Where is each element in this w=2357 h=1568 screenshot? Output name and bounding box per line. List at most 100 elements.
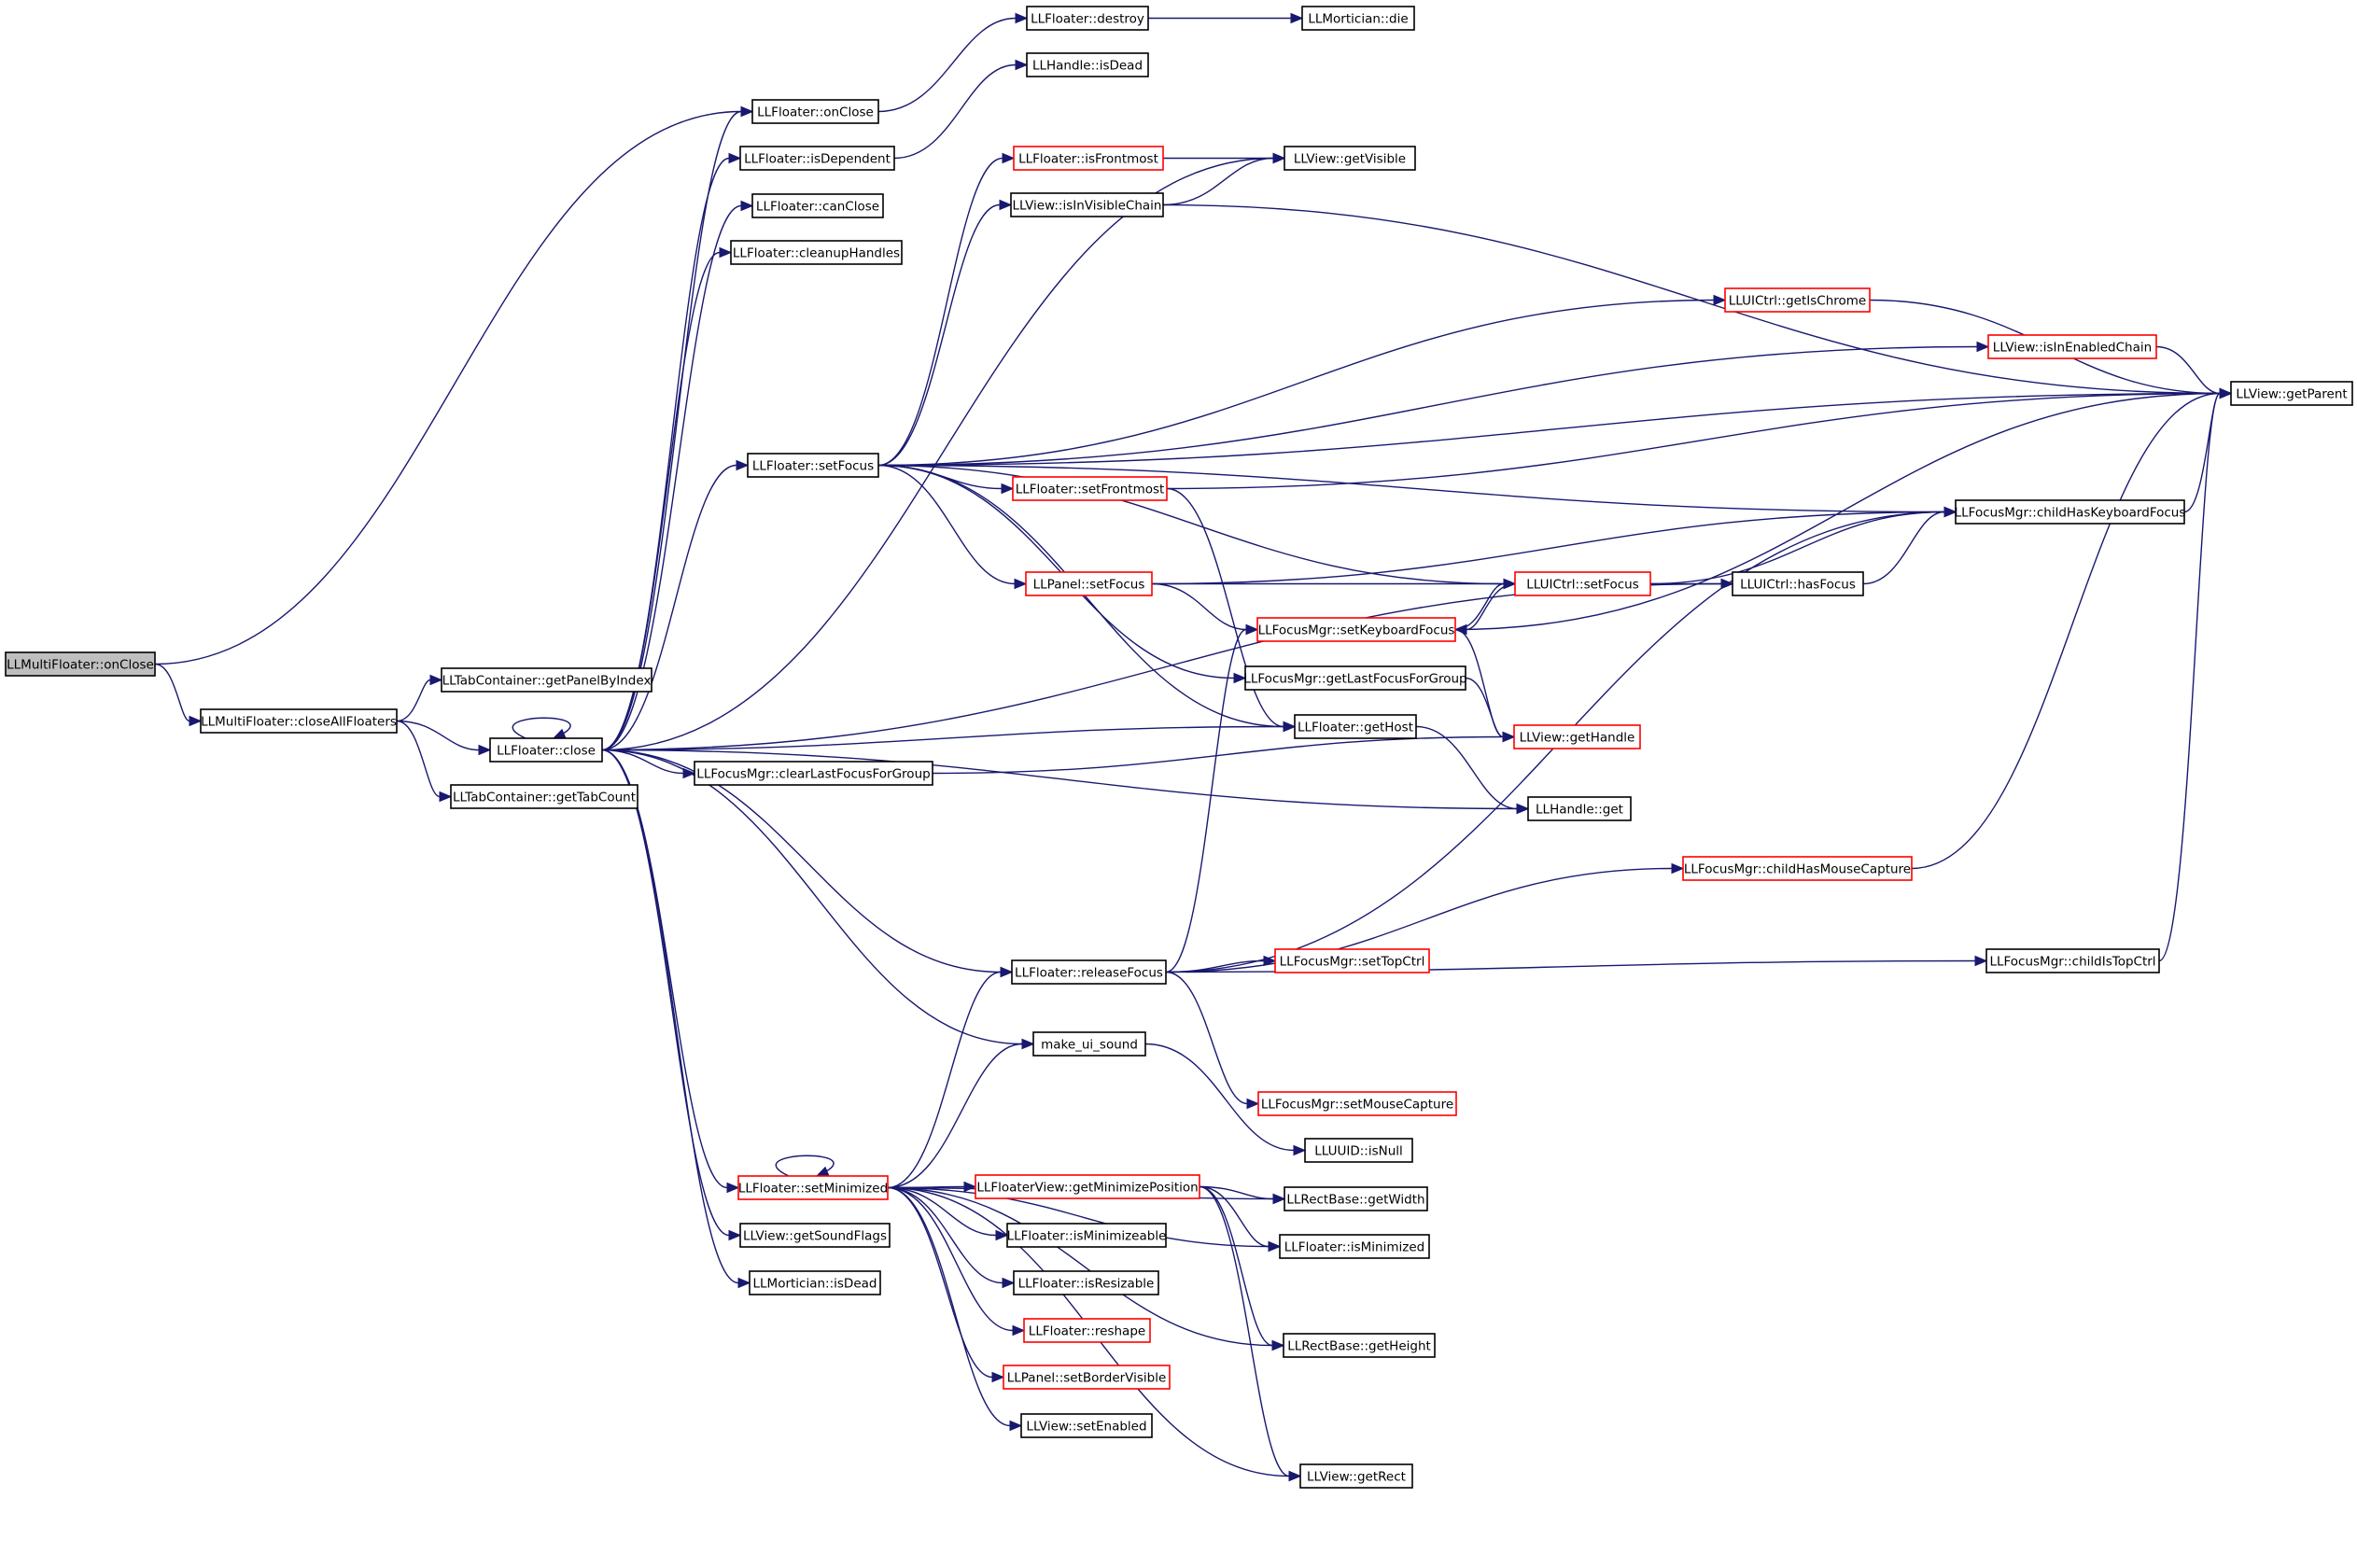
node-box: [2230, 381, 2353, 406]
graph-node-destroy[interactable]: LLFloater::destroy: [1026, 6, 1149, 31]
graph-node-childHasMouseCapture[interactable]: LLFocusMgr::childHasMouseCapture: [1682, 856, 1913, 881]
graph-node-setEnabled[interactable]: LLView::setEnabled: [1020, 1413, 1153, 1438]
arrowhead: [1713, 294, 1727, 306]
arrowhead: [189, 715, 203, 727]
node-box: [1955, 499, 2185, 525]
node-box: [1025, 571, 1153, 596]
graph-node-getHandle[interactable]: LLView::getHandle: [1513, 724, 1641, 749]
graph-node-isResizable[interactable]: LLFloater::isResizable: [1013, 1270, 1159, 1295]
node-box: [1514, 571, 1651, 596]
graph-node-setMouseCapture[interactable]: LLFocusMgr::setMouseCapture: [1257, 1091, 1457, 1116]
graph-node-isNull[interactable]: LLUUID::isNull: [1304, 1138, 1413, 1163]
graph-node-isDependent[interactable]: LLFloater::isDependent: [739, 146, 895, 171]
edge-fclose-to-morticianIsDead: [601, 749, 739, 1284]
node-box: [1294, 714, 1417, 739]
graph-node-getHost[interactable]: LLFloater::getHost: [1294, 714, 1417, 739]
graph-node-setTopCtrl[interactable]: LLFocusMgr::setTopCtrl: [1274, 948, 1430, 973]
graph-node-getParent[interactable]: LLView::getParent: [2230, 381, 2353, 406]
node-label: LLPanel::setBorderVisible: [1007, 1371, 1167, 1386]
graph-node-die[interactable]: LLMortician::die: [1301, 6, 1415, 31]
edge-fclose-to-setMinimized: [601, 749, 728, 1189]
graph-node-closeAll[interactable]: LLMultiFloater::closeAllFloaters: [200, 708, 398, 734]
arrowhead: [740, 105, 754, 118]
graph-node-getRect[interactable]: LLView::getRect: [1299, 1463, 1413, 1489]
edge-setFocus-to-childHasKeyboardFocus: [877, 464, 1945, 513]
node-box: [1732, 571, 1864, 596]
edge-setFocus-to-uictrlSetFocus: [877, 464, 1505, 585]
graph-node-getHeight[interactable]: LLRectBase::getHeight: [1283, 1333, 1436, 1358]
node-label: LLFocusMgr::childIsTopCtrl: [1989, 955, 2155, 970]
arrowhead: [991, 1371, 1005, 1383]
arrowhead: [1516, 803, 1530, 815]
arrowhead: [1272, 152, 1286, 164]
arrowhead: [1290, 12, 1304, 24]
node-box: [5, 651, 156, 677]
edge-isInVisibleChain-to-getParent: [1162, 203, 2221, 395]
graph-node-getMinimizePosition[interactable]: LLFloaterView::getMinimizePosition: [975, 1174, 1200, 1199]
node-label: LLFloater::canClose: [756, 200, 879, 215]
graph-node-childHasKeyboardFocus[interactable]: LLFocusMgr::childHasKeyboardFocus: [1955, 499, 2186, 525]
graph-node-cleanupHandles[interactable]: LLFloater::cleanupHandles: [730, 240, 903, 265]
edge-layer: [154, 12, 2233, 1482]
arrowhead: [1272, 1193, 1286, 1205]
graph-node-getLastFocusForGroup[interactable]: LLFocusMgr::getLastFocusForGroup: [1243, 665, 1467, 691]
graph-node-clearLastFocus[interactable]: LLFocusMgr::clearLastFocusForGroup: [694, 761, 933, 786]
node-box: [751, 193, 884, 218]
graph-node-hasFocus[interactable]: LLUICtrl::hasFocus: [1732, 571, 1864, 596]
graph-node-childIsTopCtrl[interactable]: LLFocusMgr::childIsTopCtrl: [1985, 948, 2160, 973]
edge-setKeyboardFocus-to-uictrlSetFocus: [1454, 582, 1505, 631]
arrowhead: [1001, 483, 1015, 495]
arrowhead: [552, 728, 567, 739]
edge-fclose-to-cleanupHandles: [601, 251, 721, 751]
node-box: [200, 708, 398, 734]
node-label: make_ui_sound: [1041, 1038, 1138, 1053]
edge-panelSetFocus-to-setKeyboardFocus: [1151, 582, 1247, 631]
graph-node-getIsChrome[interactable]: LLUICtrl::getIsChrome: [1724, 287, 1871, 313]
node-box: [975, 1174, 1200, 1199]
arrowhead: [1246, 1098, 1260, 1110]
graph-node-handleGet[interactable]: LLHandle::get: [1527, 796, 1632, 821]
graph-node-isInEnabledChain[interactable]: LLView::isInEnabledChain: [1987, 334, 2157, 359]
graph-node-setKeyboardFocus[interactable]: LLFocusMgr::setKeyboardFocus: [1256, 617, 1456, 642]
node-box: [1257, 1091, 1457, 1116]
graph-node-getPanelByIndex[interactable]: LLTabContainer::getPanelByIndex: [441, 667, 652, 693]
graph-node-root[interactable]: LLMultiFloater::onClose: [5, 651, 156, 677]
graph-node-reshape[interactable]: LLFloater::reshape: [1023, 1318, 1151, 1343]
graph-node-isMinimized[interactable]: LLFloater::isMinimized: [1279, 1234, 1430, 1259]
edge-fclose-to-canClose: [601, 204, 742, 751]
graph-node-setBorderVisible[interactable]: LLPanel::setBorderVisible: [1003, 1365, 1171, 1390]
edge-isDependent-to-handleIsDead: [893, 63, 1017, 160]
node-box: [1013, 1270, 1159, 1295]
graph-node-panelSetFocus[interactable]: LLPanel::setFocus: [1025, 571, 1153, 596]
graph-node-getTabCount[interactable]: LLTabContainer::getTabCount: [450, 784, 638, 809]
arrowhead: [1015, 59, 1029, 71]
graph-node-getWidth[interactable]: LLRectBase::getWidth: [1284, 1186, 1428, 1211]
graph-node-onClose[interactable]: LLFloater::onClose: [751, 99, 879, 124]
graph-node-uictrlSetFocus[interactable]: LLUICtrl::setFocus: [1514, 571, 1651, 596]
edge-fclose-to-makeUiSound: [601, 749, 1023, 1045]
arrowhead: [1943, 506, 1957, 518]
graph-node-isMinimizeable[interactable]: LLFloater::isMinimizeable: [1006, 1223, 1167, 1248]
graph-node-setMinimized[interactable]: LLFloater::setMinimized: [737, 1175, 889, 1200]
graph-node-morticianIsDead[interactable]: LLMortician::isDead: [749, 1270, 881, 1295]
edge-childHasKeyboardFocus-to-getParent: [2183, 392, 2221, 513]
edge-releaseFocus-to-setKeyboardFocus: [1165, 628, 1247, 973]
graph-node-makeUiSound[interactable]: make_ui_sound: [1032, 1031, 1146, 1057]
graph-node-releaseFocus[interactable]: LLFloater::releaseFocus: [1011, 959, 1167, 985]
graph-node-setFocus[interactable]: LLFloater::setFocus: [747, 453, 879, 478]
graph-node-isInVisibleChain[interactable]: LLView::isInVisibleChain: [1010, 192, 1164, 217]
graph-node-canClose[interactable]: LLFloater::canClose: [751, 193, 884, 218]
node-box: [1985, 948, 2160, 973]
graph-node-fclose[interactable]: LLFloater::close: [489, 737, 603, 763]
node-box: [1006, 1223, 1167, 1248]
graph-node-handleIsDead[interactable]: LLHandle::isDead: [1026, 52, 1149, 77]
edge-onClose-to-destroy: [877, 17, 1017, 113]
graph-node-getSoundFlags[interactable]: LLView::getSoundFlags: [739, 1223, 891, 1248]
node-label: LLFloater::isMinimizeable: [1007, 1229, 1167, 1244]
edge-releaseFocus-to-childHasMouseCapture: [1165, 867, 1673, 973]
edge-setMinimized-to-isMinimized: [887, 1186, 1270, 1248]
node-label: LLFloater::getHost: [1298, 721, 1413, 735]
graph-node-setFrontmost[interactable]: LLFloater::setFrontmost: [1012, 476, 1168, 501]
graph-node-getVisible[interactable]: LLView::getVisible: [1284, 146, 1416, 171]
graph-node-isFrontmost[interactable]: LLFloater::isFrontmost: [1013, 146, 1164, 171]
